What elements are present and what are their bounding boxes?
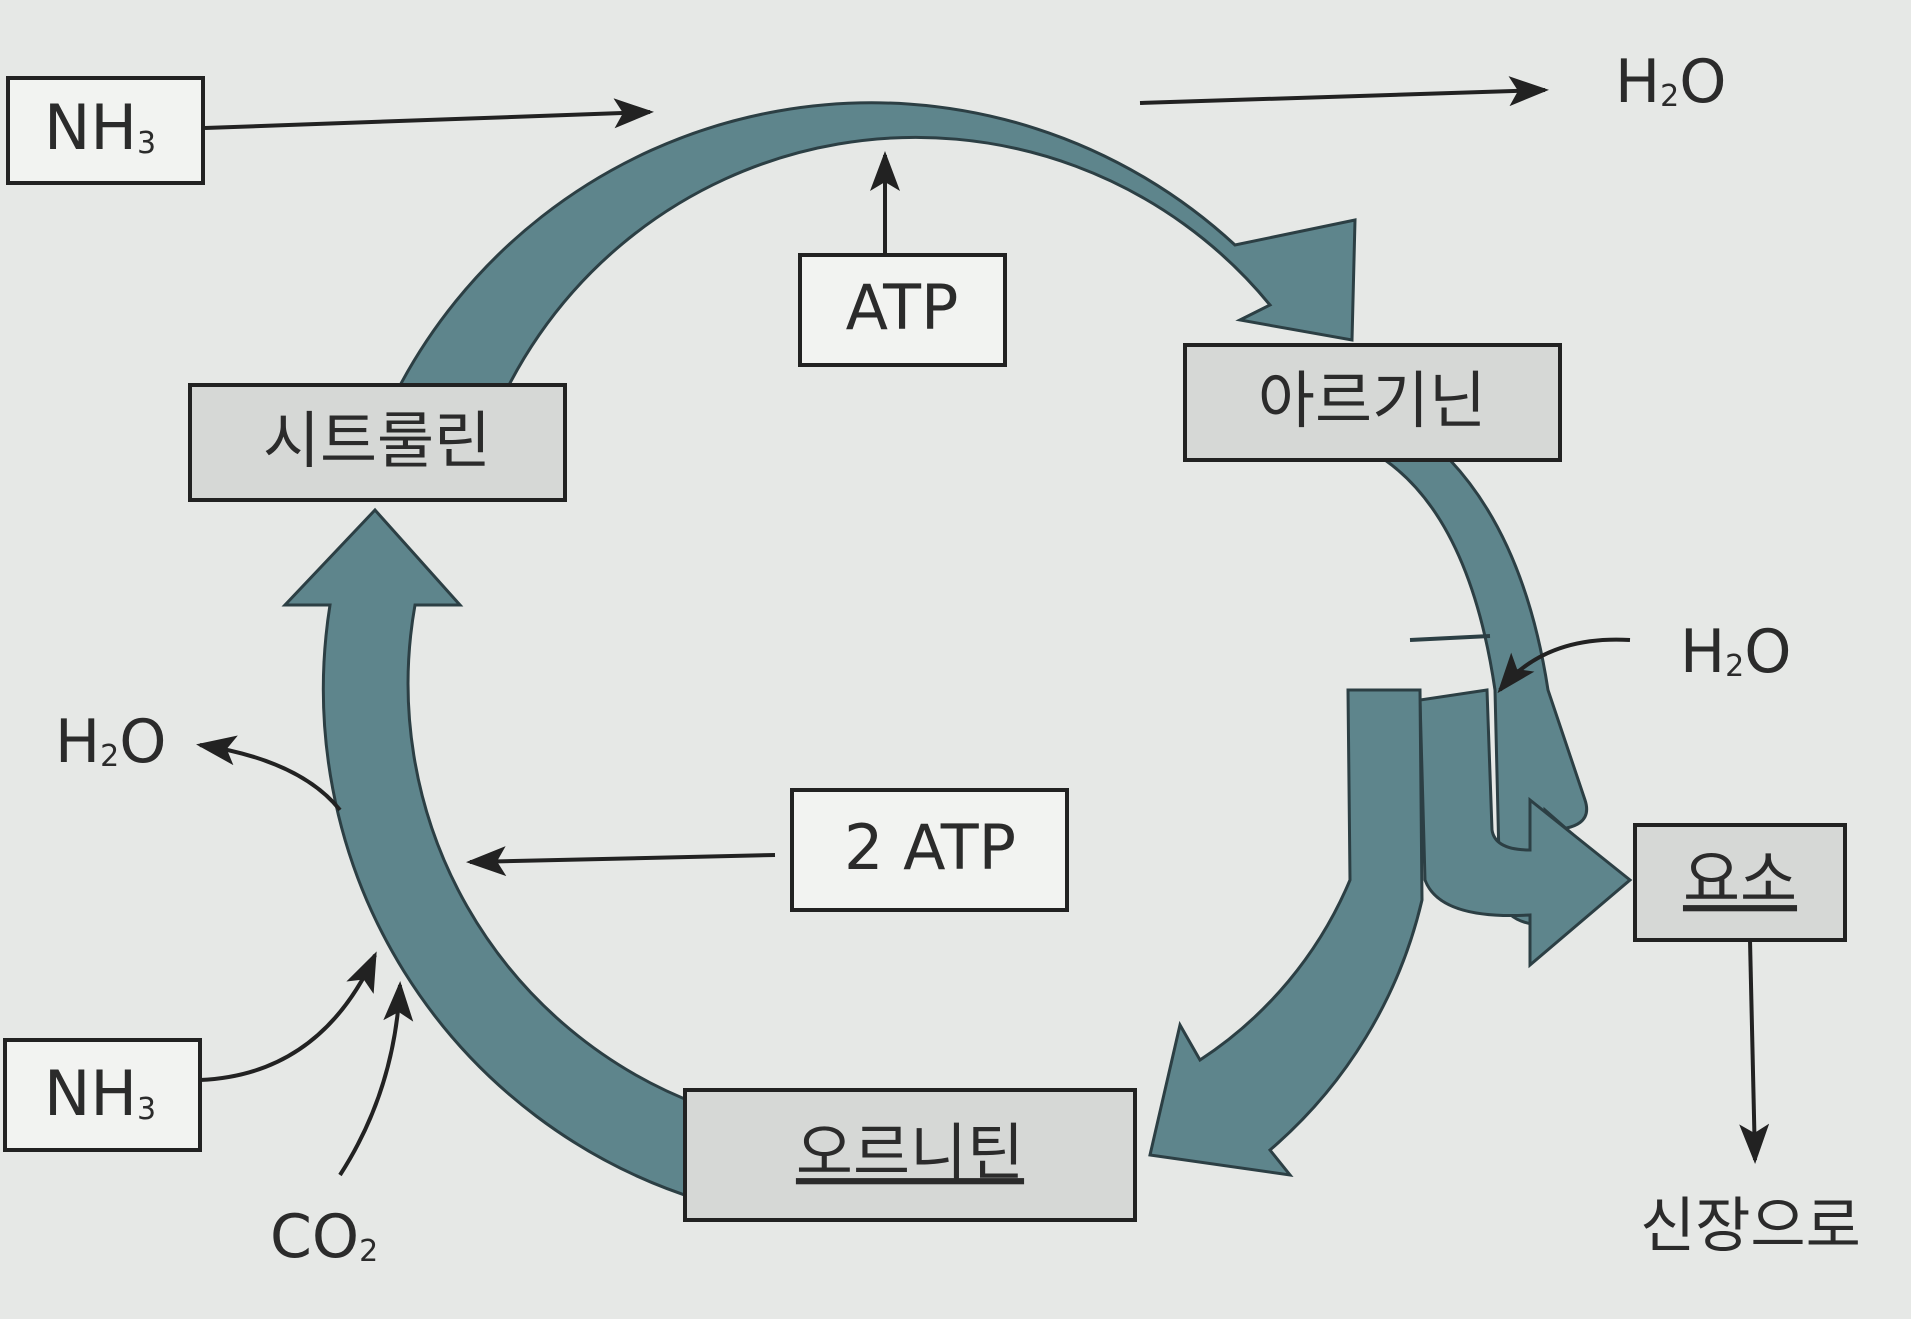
h2o-right-in-label: H2O: [1680, 617, 1791, 687]
arginine-label: 아르기닌: [1258, 364, 1486, 437]
cycle-arrow-citrulline-to-arginine: [392, 101, 1357, 443]
cycle-arrow-split-line: [1409, 634, 1491, 642]
nh3-bottom-box: NH3: [3, 1038, 202, 1152]
urea-box: 요소: [1633, 823, 1847, 942]
arrow-h2o-top-out: [1139, 76, 1549, 107]
connector-lines: [196, 76, 1770, 1177]
to-kidney-label: 신장으로: [1640, 1192, 1861, 1262]
arrow-nh3-bottom: [199, 951, 377, 1082]
arrow-co2: [338, 981, 414, 1177]
cycle-arrow-to-urea: [1418, 688, 1633, 969]
svg-text:NH3: NH3: [44, 1057, 156, 1130]
atp-top-box: ATP: [798, 253, 1007, 367]
atp-two-box: 2 ATP: [790, 788, 1069, 912]
h2o-top-right-label: H2O: [1615, 47, 1726, 117]
arrow-2atp: [466, 846, 776, 877]
cycle-arrow-ornithine-to-citrulline: [281, 507, 702, 1203]
arrow-h2o-right-in: [1497, 637, 1631, 694]
atp-two-label: 2 ATP: [844, 811, 1016, 884]
arrow-nh3-top: [204, 98, 654, 130]
cycle-arrow-arginine-to-ornithine: [1148, 688, 1424, 1178]
arrow-urea-to-kidney: [1739, 939, 1770, 1164]
urea-label: 요소: [1683, 843, 1797, 916]
h2o-left-label: H2O: [55, 707, 166, 777]
ornithine-box: 오르니틴: [683, 1088, 1137, 1222]
cycle-arrows: [281, 101, 1633, 1203]
arginine-box: 아르기닌: [1183, 343, 1562, 462]
nh3-top-box: NH3: [6, 76, 205, 185]
citrulline-box: 시트룰린: [188, 383, 567, 502]
co2-label: CO2: [270, 1202, 378, 1272]
arrow-h2o-left-out: [196, 735, 342, 812]
citrulline-label: 시트룰린: [263, 404, 491, 477]
svg-text:NH3: NH3: [44, 91, 156, 164]
atp-top-label: ATP: [846, 271, 959, 344]
ornithine-label: 오르니틴: [796, 1116, 1024, 1189]
